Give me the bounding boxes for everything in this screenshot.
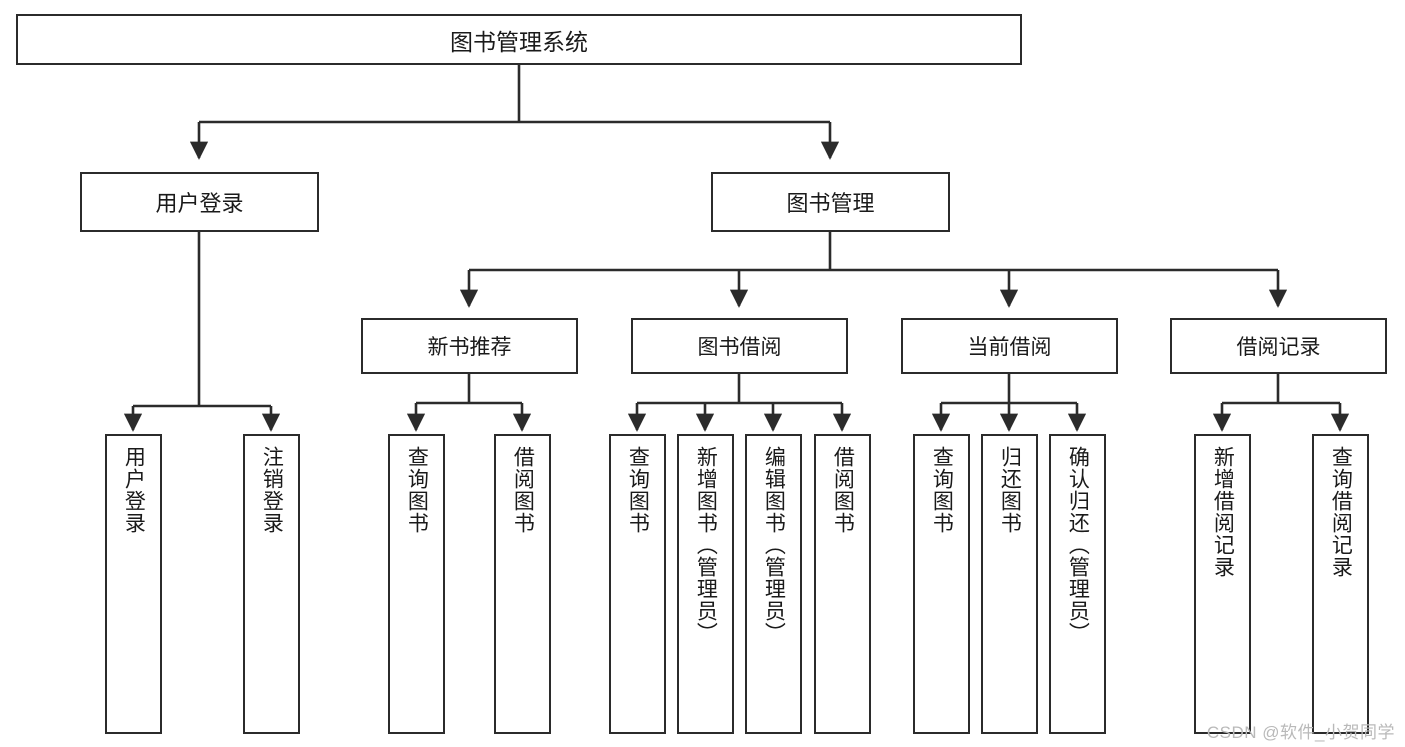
leaf-query-book-3[interactable]: 查询图书 (913, 434, 970, 734)
node-book-borrow-label: 图书借阅 (697, 336, 782, 359)
node-current-borrow-label: 当前借阅 (967, 336, 1052, 359)
node-root[interactable]: 图书管理系统 (16, 14, 1022, 65)
leaf-borrow-book-2-label: 借阅图书 (831, 446, 855, 534)
leaf-return-book[interactable]: 归还图书 (981, 434, 1038, 734)
node-current-borrow[interactable]: 当前借阅 (901, 318, 1118, 374)
node-new-book-recommend-label: 新书推荐 (427, 336, 512, 359)
leaf-add-record[interactable]: 新增借阅记录 (1194, 434, 1251, 734)
leaf-add-book-label: 新增图书（管理员） (694, 446, 718, 644)
node-root-label: 图书管理系统 (450, 28, 588, 55)
leaf-query-book-2-label: 查询图书 (626, 446, 650, 534)
node-book-management-label: 图书管理 (786, 191, 875, 216)
node-book-borrow[interactable]: 图书借阅 (631, 318, 848, 374)
node-borrow-record[interactable]: 借阅记录 (1170, 318, 1387, 374)
leaf-edit-book[interactable]: 编辑图书（管理员） (745, 434, 802, 734)
leaf-query-record-label: 查询借阅记录 (1329, 446, 1353, 578)
leaf-add-book[interactable]: 新增图书（管理员） (677, 434, 734, 734)
leaf-user-login[interactable]: 用户登录 (105, 434, 162, 734)
leaf-borrow-book-2[interactable]: 借阅图书 (814, 434, 871, 734)
leaf-user-login-label: 用户登录 (122, 446, 146, 534)
node-borrow-record-label: 借阅记录 (1236, 336, 1321, 359)
leaf-query-book-1-label: 查询图书 (405, 446, 429, 534)
leaf-add-record-label: 新增借阅记录 (1211, 446, 1235, 578)
leaf-query-book-2[interactable]: 查询图书 (609, 434, 666, 734)
leaf-query-book-1[interactable]: 查询图书 (388, 434, 445, 734)
csdn-watermark: CSDN @软件_小贺同学 (1206, 723, 1395, 742)
node-book-management[interactable]: 图书管理 (711, 172, 950, 232)
leaf-return-book-label: 归还图书 (998, 446, 1022, 534)
node-new-book-recommend[interactable]: 新书推荐 (361, 318, 578, 374)
leaf-borrow-book-1[interactable]: 借阅图书 (494, 434, 551, 734)
node-user-login-label: 用户登录 (155, 191, 244, 216)
leaf-query-record[interactable]: 查询借阅记录 (1312, 434, 1369, 734)
leaf-edit-book-label: 编辑图书（管理员） (762, 446, 786, 644)
leaf-borrow-book-1-label: 借阅图书 (511, 446, 535, 534)
leaf-query-book-3-label: 查询图书 (930, 446, 954, 534)
leaf-confirm-return-label: 确认归还（管理员） (1066, 446, 1090, 644)
leaf-logout-login-label: 注销登录 (260, 446, 284, 534)
leaf-logout-login[interactable]: 注销登录 (243, 434, 300, 734)
node-user-login[interactable]: 用户登录 (80, 172, 319, 232)
leaf-confirm-return[interactable]: 确认归还（管理员） (1049, 434, 1106, 734)
